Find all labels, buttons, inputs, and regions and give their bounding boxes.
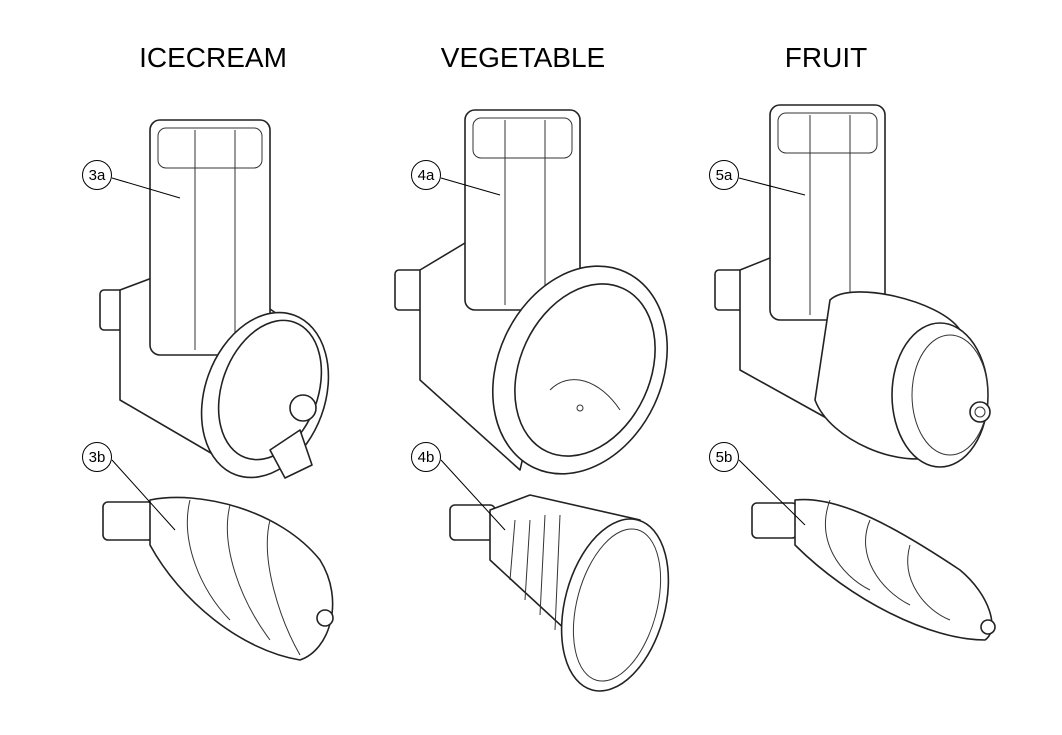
fruit-housing <box>714 104 991 468</box>
vegetable-housing <box>394 109 669 475</box>
callout-5a: 5a <box>709 160 739 190</box>
column-title-vegetable: VEGETABLE <box>440 42 606 73</box>
icecream-auger <box>102 496 334 661</box>
vegetable-cone <box>449 494 670 692</box>
column-title-fruit: FRUIT <box>784 42 868 73</box>
callout-3b: 3b <box>82 442 112 472</box>
callout-3a: 3a <box>82 160 112 190</box>
icecream-housing <box>99 119 330 479</box>
column-title-icecream: ICECREAM <box>139 42 287 73</box>
leader-lines <box>111 177 806 531</box>
fruit-auger <box>751 498 996 641</box>
callout-4b: 4b <box>411 442 441 472</box>
callout-5b: 5b <box>709 442 739 472</box>
callout-4a: 4a <box>411 160 441 190</box>
